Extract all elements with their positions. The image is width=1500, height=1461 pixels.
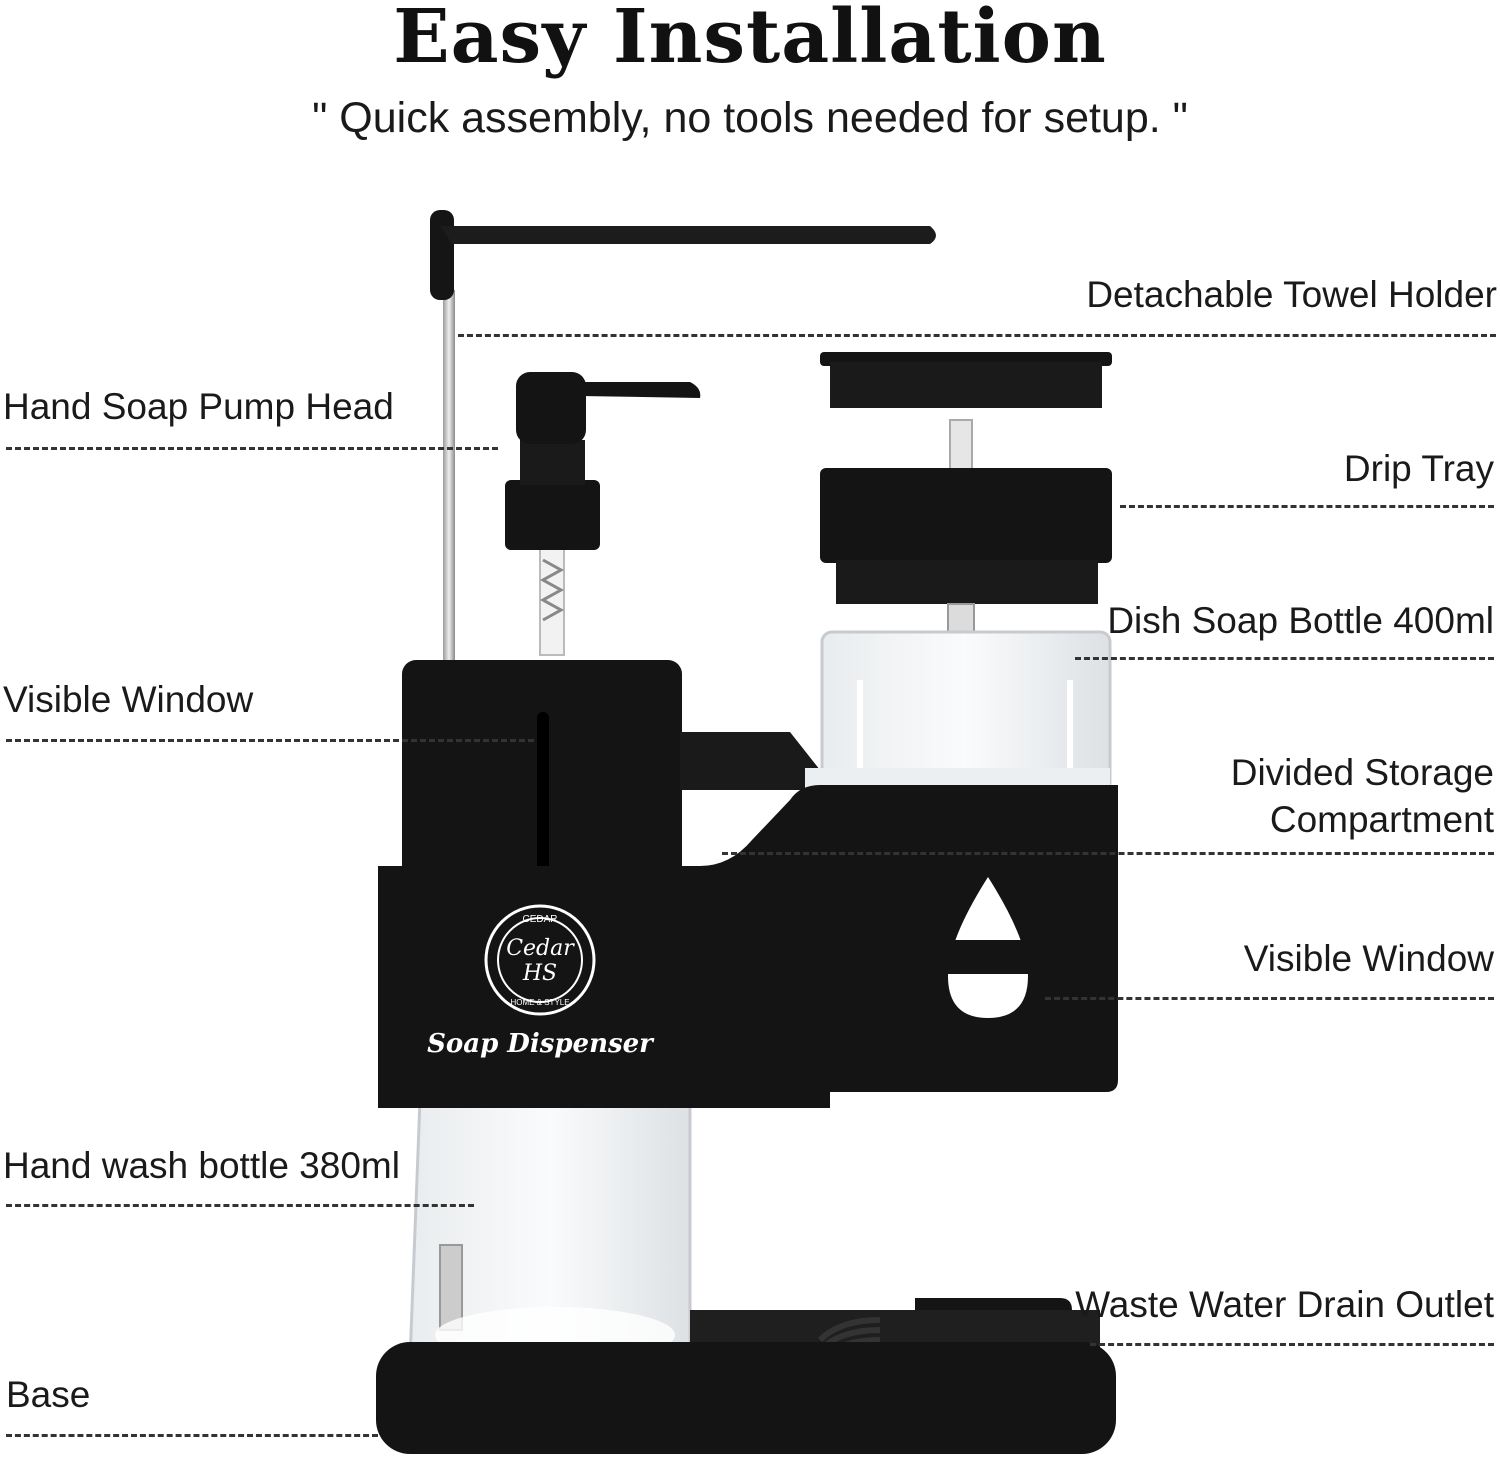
label-base: Base (6, 1374, 91, 1415)
leader-pump-head (6, 447, 498, 450)
brand-logo-top-text: CEDAR (522, 914, 557, 925)
towel-holder (430, 210, 936, 670)
leader-visible-window-right (1045, 997, 1494, 1000)
label-drip-tray: Drip Tray (1343, 448, 1494, 489)
leader-visible-window-left (6, 739, 534, 742)
brand-logo: CEDAR Cedar HS HOME & STYLE Soap Dispens… (427, 904, 655, 1059)
product-name-text: Soap Dispenser (427, 1029, 655, 1059)
leader-base (6, 1434, 378, 1437)
brand-logo-name-2: HS (522, 961, 557, 986)
label-visible-window-right: Visible Window (1243, 938, 1494, 979)
brand-logo-bottom-text: HOME & STYLE (510, 998, 569, 1007)
base-tray (376, 1298, 1116, 1454)
label-storage-line1: Divided Storage (1230, 752, 1494, 793)
label-towel-holder: Detachable Towel Holder (1086, 274, 1497, 315)
label-pump-head: Hand Soap Pump Head (3, 386, 394, 427)
leader-drain-outlet (1090, 1343, 1494, 1346)
brand-logo-name-1: Cedar (506, 936, 575, 961)
caddy-body (378, 660, 1118, 1108)
leader-towel-holder (458, 334, 1496, 337)
label-drain-outlet: Waste Water Drain Outlet (1075, 1284, 1494, 1325)
label-storage-line2: Compartment (1269, 799, 1494, 840)
label-dish-bottle: Dish Soap Bottle 400ml (1107, 600, 1494, 641)
leader-dish-bottle (1075, 657, 1494, 660)
page-title: Easy Installation (393, 0, 1107, 80)
drip-tray (820, 352, 1112, 653)
page-subtitle: " Quick assembly, no tools needed for se… (312, 94, 1188, 142)
hand-wash-bottle (408, 1098, 692, 1363)
label-visible-window-left: Visible Window (3, 679, 254, 720)
leader-drip-tray (1120, 505, 1494, 508)
leader-storage (722, 852, 1494, 855)
pump-head (505, 372, 701, 656)
label-hand-bottle: Hand wash bottle 380ml (3, 1145, 400, 1186)
leader-hand-bottle (6, 1204, 474, 1207)
